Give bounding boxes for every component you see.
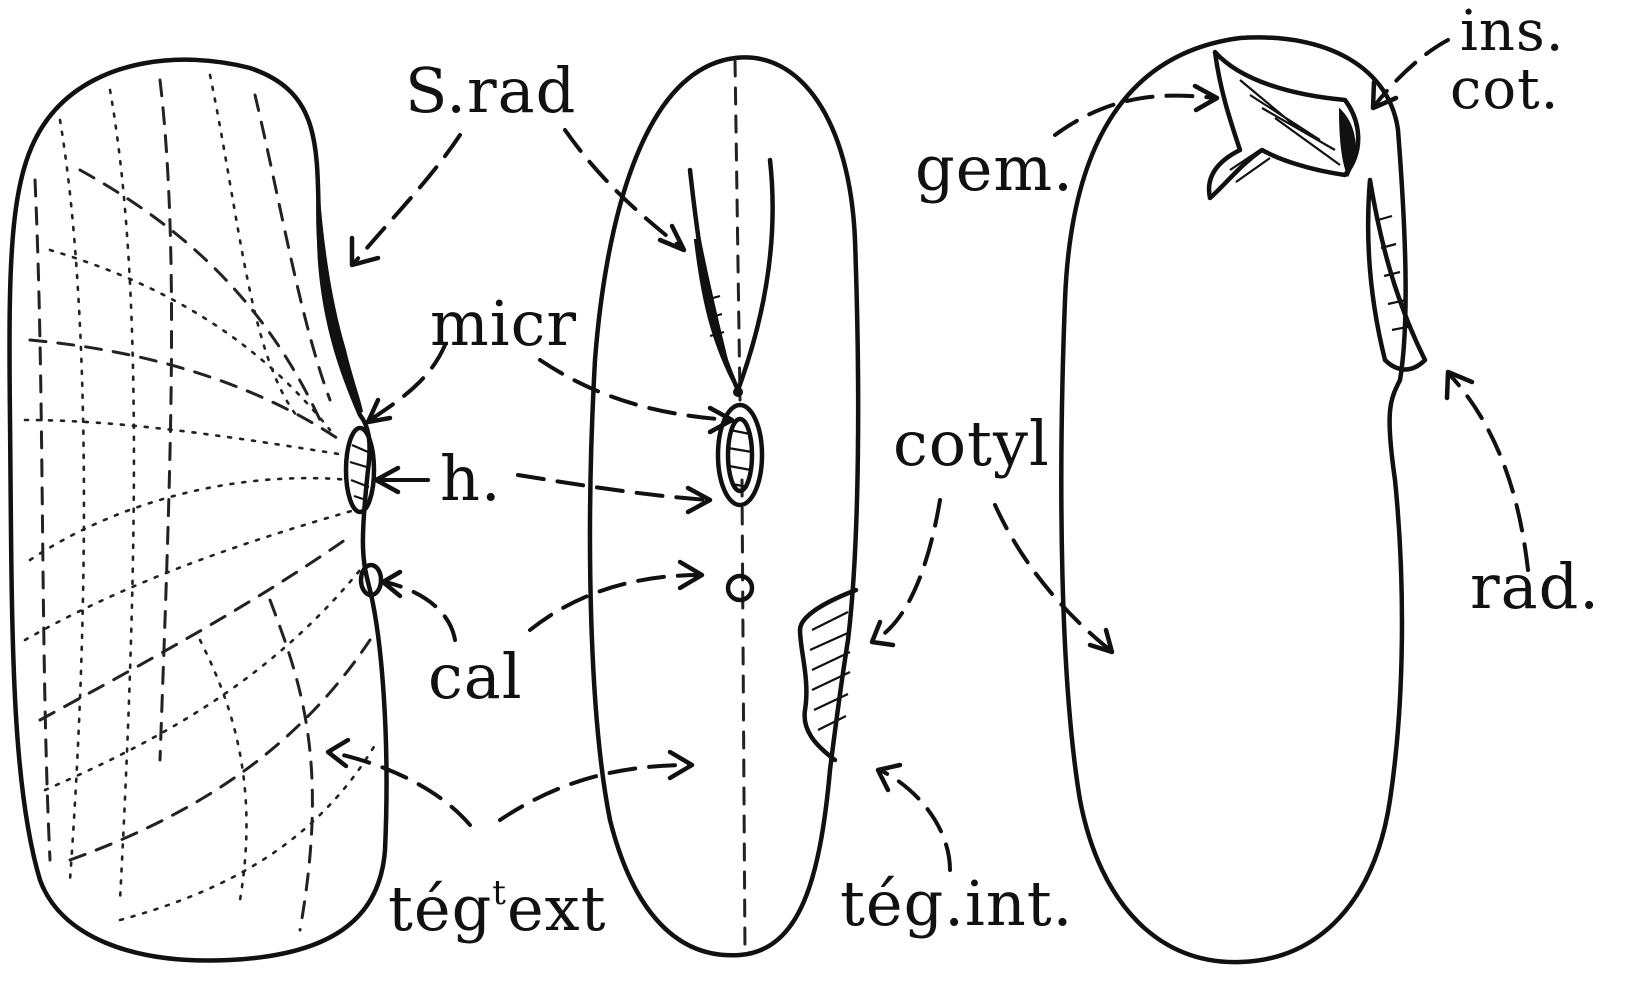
label-teg-ext: tégtext (388, 872, 607, 945)
middle-inner-coat-flap (800, 590, 856, 760)
left-seed (10, 60, 387, 961)
middle-axis (735, 60, 745, 955)
label-cotyl: cotyl (893, 407, 1050, 480)
labels: S.rad micr h. cal tégtext cotyl tég.int.… (388, 0, 1600, 945)
middle-chalaza (728, 576, 752, 600)
right-seed (1061, 37, 1425, 962)
label-ins: ins. (1460, 0, 1565, 64)
label-h: h. (440, 442, 502, 515)
label-teg-ext-superscript: t (492, 873, 507, 913)
label-micr: micr (430, 287, 577, 360)
left-seed-outline (10, 60, 387, 961)
middle-seed-outline (590, 57, 858, 955)
label-cot: cot. (1450, 57, 1559, 122)
label-rad: rad. (1470, 550, 1600, 623)
left-seed-texture (25, 75, 378, 930)
label-s-rad: S.rad (405, 54, 576, 127)
right-radicle (1368, 180, 1425, 369)
label-teg-int: tég.int. (840, 867, 1073, 940)
middle-seed (590, 57, 858, 955)
label-cal: cal (428, 640, 523, 713)
label-gem: gem. (915, 132, 1074, 205)
